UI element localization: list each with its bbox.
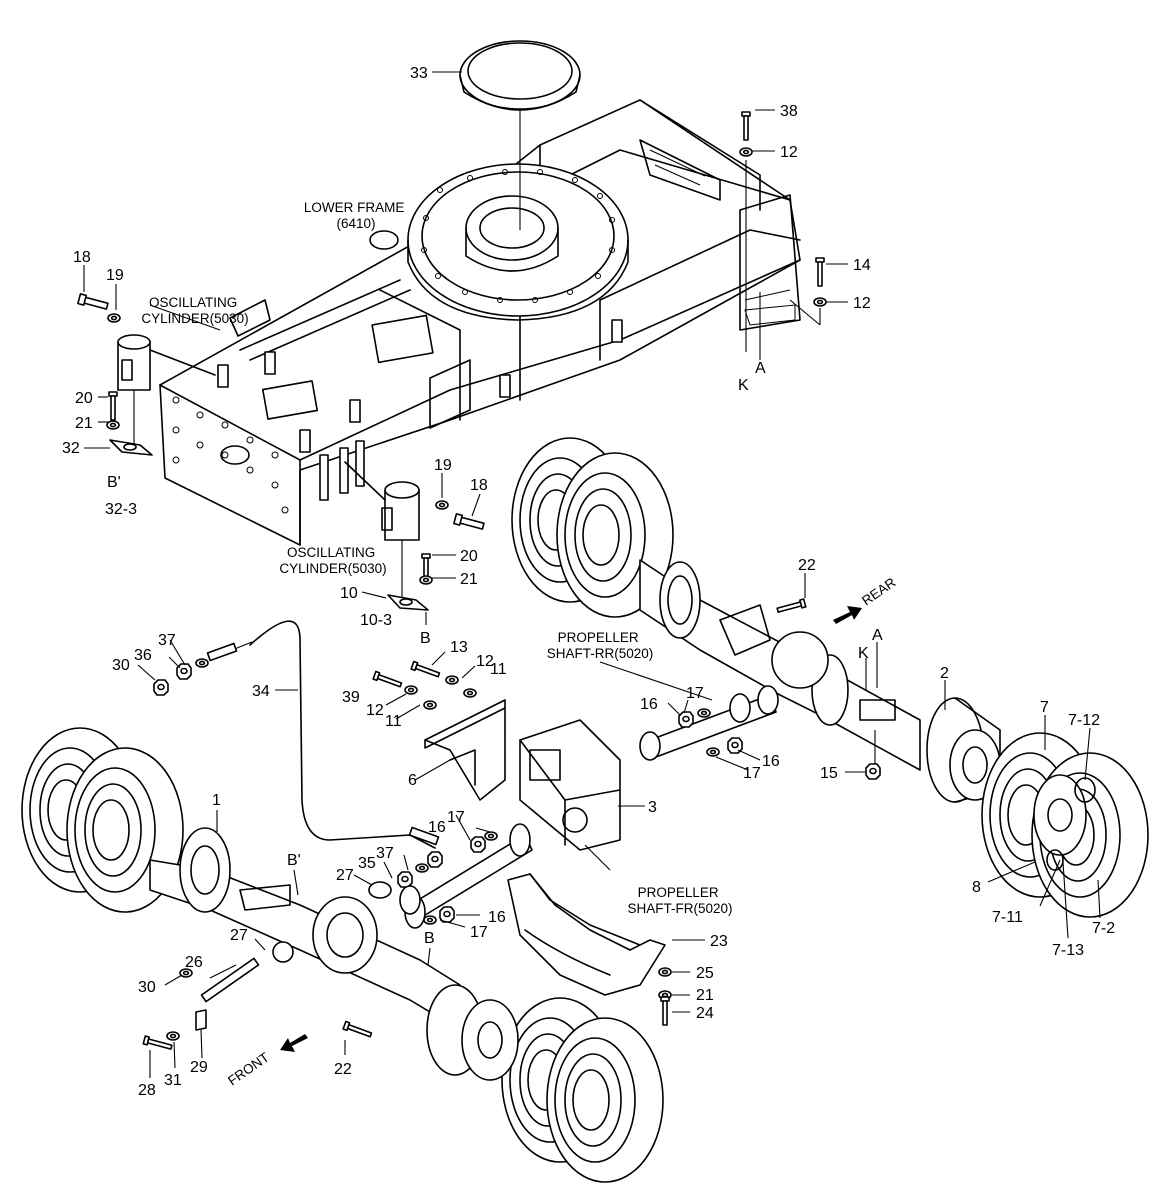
- caption-lower-frame: LOWER FRAME (6410): [304, 200, 408, 231]
- callout-7-11: 7-11: [992, 909, 1023, 926]
- callout-B: B: [420, 630, 431, 647]
- callout-17: 17: [447, 809, 465, 826]
- callout-11: 11: [490, 661, 507, 678]
- callout-37: 37: [158, 632, 176, 649]
- oscillating-cylinder-middle: [344, 461, 485, 625]
- callout-16: 16: [488, 909, 506, 926]
- callout-33: 33: [410, 65, 428, 82]
- callout-23: 23: [710, 933, 728, 950]
- guard-23: [507, 873, 672, 1026]
- callout-17: 17: [470, 924, 488, 941]
- callout-2: 2: [940, 665, 949, 682]
- callout-37: 37: [376, 845, 394, 862]
- callout-B-prime: B': [107, 474, 121, 491]
- callout-1: 1: [212, 792, 221, 809]
- callout-12: 12: [476, 653, 494, 670]
- callout-14: 14: [853, 257, 871, 274]
- hardware-top-right: [739, 111, 827, 360]
- propeller-shaft-rr: [639, 685, 779, 761]
- rear-arrow: [833, 606, 862, 624]
- oscillating-cylinder-left: [77, 293, 216, 456]
- callout-B: B: [424, 930, 435, 947]
- callout-21: 21: [75, 415, 93, 432]
- callout-22: 22: [798, 557, 816, 574]
- caption-rear: REAR: [859, 575, 899, 609]
- callout-22: 22: [334, 1061, 352, 1078]
- callout-17: 17: [686, 685, 704, 702]
- callout-30: 30: [112, 657, 130, 674]
- callout-21: 21: [460, 571, 478, 588]
- bracket-6: [372, 660, 506, 801]
- swing-bearing-ring: [369, 163, 629, 321]
- hose-34: [153, 620, 443, 899]
- callout-18: 18: [470, 477, 488, 494]
- caption-oscillating-cylinder-top: OSCILLATING CYLINDER(5030): [141, 295, 248, 326]
- callout-A: A: [872, 627, 883, 644]
- caption-front: FRONT: [225, 1049, 272, 1088]
- leader-lines: [83, 71, 1101, 1078]
- callout-15: 15: [820, 765, 838, 782]
- rear-right-tires: [981, 732, 1149, 918]
- callout-19: 19: [434, 457, 452, 474]
- callout-34: 34: [252, 683, 270, 700]
- callout-16: 16: [640, 696, 658, 713]
- callout-10: 10: [340, 585, 358, 602]
- callout-labels: 33 38 12 14 12 K A 18 19 20 21 32 B' 32-…: [62, 65, 1115, 1099]
- callout-11: 11: [385, 713, 402, 730]
- callout-28: 28: [138, 1082, 156, 1099]
- front-right-tires: [501, 997, 664, 1183]
- caption-propeller-shaft-fr: PROPELLER SHAFT-FR(5020): [627, 885, 732, 916]
- callout-7: 7: [1040, 699, 1049, 716]
- callout-12: 12: [780, 144, 798, 161]
- callout-29: 29: [190, 1059, 208, 1076]
- callout-20: 20: [75, 390, 93, 407]
- callout-31: 31: [164, 1072, 182, 1089]
- callout-20: 20: [460, 548, 478, 565]
- callout-7-2: 7-2: [1092, 920, 1115, 937]
- callout-36: 36: [134, 647, 152, 664]
- callout-8: 8: [972, 879, 981, 896]
- callout-24: 24: [696, 1005, 714, 1022]
- caption-propeller-shaft-rr: PROPELLER SHAFT-RR(5020): [547, 630, 654, 661]
- callout-17: 17: [743, 765, 761, 782]
- callout-K: K: [858, 645, 869, 662]
- callout-35: 35: [358, 855, 376, 872]
- callout-12: 12: [853, 295, 871, 312]
- callout-27: 27: [230, 927, 248, 944]
- callout-39: 39: [342, 689, 360, 706]
- front-arrow: [280, 1034, 308, 1052]
- callout-B-prime: B': [287, 852, 301, 869]
- callout-6: 6: [408, 772, 417, 789]
- callout-19: 19: [106, 267, 124, 284]
- callout-21: 21: [696, 987, 714, 1004]
- callout-30: 30: [138, 979, 156, 996]
- callout-3: 3: [648, 799, 657, 816]
- callout-K: K: [738, 377, 749, 394]
- caption-oscillating-cylinder-mid: OSCILLATING CYLINDER(5030): [279, 545, 386, 576]
- callout-13: 13: [450, 639, 468, 656]
- callout-26: 26: [185, 954, 203, 971]
- front-axle: [142, 827, 519, 1081]
- callout-A: A: [755, 360, 766, 377]
- callout-27: 27: [336, 867, 354, 884]
- callout-16: 16: [428, 819, 446, 836]
- part-33-seal-ring: [459, 40, 581, 230]
- callout-38: 38: [780, 103, 798, 120]
- callout-10-3: 10-3: [360, 612, 392, 629]
- callout-16: 16: [762, 753, 780, 770]
- callout-32-3: 32-3: [105, 501, 137, 518]
- callout-7-12: 7-12: [1068, 712, 1100, 729]
- callout-25: 25: [696, 965, 714, 982]
- callout-32: 32: [62, 440, 80, 457]
- callout-18: 18: [73, 249, 91, 266]
- transmission-3: [519, 719, 621, 851]
- callout-12: 12: [366, 702, 384, 719]
- callout-7-13: 7-13: [1052, 942, 1084, 959]
